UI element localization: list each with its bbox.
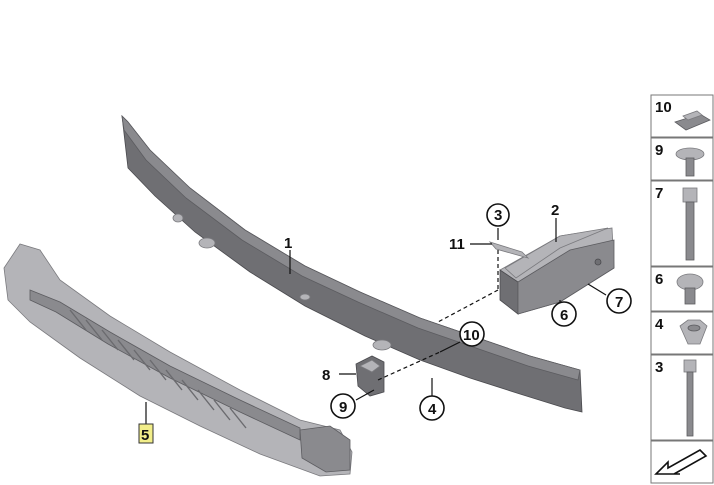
legend-num-7: 7 bbox=[655, 185, 663, 202]
callout-9: 9 bbox=[339, 399, 347, 416]
legend-box-7 bbox=[650, 180, 714, 267]
legend-num-3: 3 bbox=[655, 359, 663, 376]
direction-arrow-icon bbox=[654, 449, 708, 475]
crash-box bbox=[499, 227, 615, 315]
hex-bolt-icon bbox=[683, 359, 697, 437]
callout-8: 8 bbox=[322, 367, 330, 384]
energy-absorber bbox=[3, 243, 353, 477]
bracket-plate bbox=[488, 241, 530, 259]
legend-num-6: 6 bbox=[655, 271, 663, 288]
callout-10: 10 bbox=[463, 327, 480, 344]
parts-legend: 10 9 7 6 4 bbox=[650, 94, 714, 484]
bracket-clip bbox=[355, 355, 385, 397]
callout-3: 3 bbox=[494, 207, 502, 224]
callout-circle-7 bbox=[606, 288, 632, 314]
hex-nut-icon bbox=[679, 319, 708, 345]
callout-2: 2 bbox=[551, 202, 559, 219]
callout-1: 1 bbox=[284, 235, 292, 252]
callout-11: 11 bbox=[449, 236, 465, 253]
callout-circle-4 bbox=[419, 395, 445, 421]
legend-num-10: 10 bbox=[655, 99, 672, 116]
callout-circle-3 bbox=[486, 203, 510, 227]
hex-bolt-long-icon bbox=[682, 187, 698, 261]
callout-circle-9 bbox=[330, 393, 356, 419]
callout-7: 7 bbox=[615, 294, 623, 311]
callout-circle-6 bbox=[551, 301, 577, 327]
callout-highlight-5 bbox=[138, 423, 154, 444]
absorber-ribs bbox=[69, 309, 247, 429]
spring-nut-icon bbox=[674, 110, 711, 131]
legend-num-4: 4 bbox=[655, 316, 664, 333]
callouts: 1 2 3 11 6 7 10 8 9 4 5 bbox=[138, 202, 632, 444]
callout-6: 6 bbox=[560, 307, 568, 324]
legend-box-3 bbox=[650, 354, 714, 441]
expanding-rivet-icon bbox=[675, 147, 705, 177]
callout-5: 5 bbox=[141, 427, 149, 444]
legend-box-6 bbox=[650, 266, 714, 312]
callout-circle-10 bbox=[459, 321, 485, 347]
expanding-rivet-small-icon bbox=[676, 273, 704, 305]
legend-num-9: 9 bbox=[655, 142, 663, 159]
leader-lines bbox=[145, 218, 607, 424]
callout-4: 4 bbox=[428, 401, 437, 418]
